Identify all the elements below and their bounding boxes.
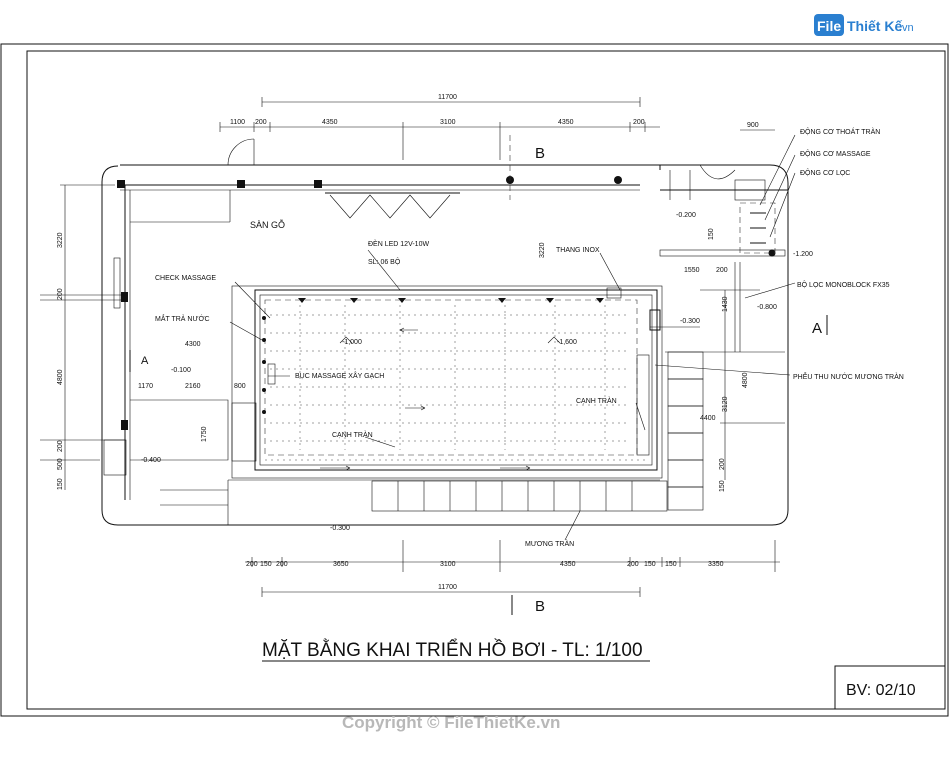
- dim-top-3: 4350: [322, 119, 338, 126]
- label-mat-tra-nuoc: MẮT TRẢ NƯỚC: [155, 314, 210, 323]
- outer-frame: [0, 43, 949, 717]
- level-1000: -1,000: [342, 339, 362, 346]
- label-den-led: ĐÈN LED 12V-10W: [368, 239, 429, 248]
- dim-bottom-3: 200: [276, 561, 288, 568]
- label-dong-co-thoat-tran: ĐỘNG CƠ THOÁT TRÀN: [800, 127, 880, 136]
- label-pheu-thu: PHỄU THU NƯỚC MƯƠNG TRÀN: [793, 372, 904, 381]
- dim-top-overall: 11700: [438, 94, 457, 101]
- dim-3220-inner: 3220: [539, 242, 546, 258]
- label-dong-co-massage: ĐỘNG CƠ MASSAGE: [800, 149, 871, 158]
- dim-top-4: 3100: [440, 119, 456, 126]
- inner-frame: [26, 50, 946, 710]
- dim-left-4: 200: [57, 440, 64, 452]
- section-b-top: B: [535, 145, 545, 162]
- level-marks: -1,000 -1,600 -0.200 -1.200 -0.300 -0.80…: [141, 212, 813, 532]
- logo-file-text: File: [817, 18, 841, 34]
- drawing-title: MẶT BẰNG KHAI TRIỂN HỒ BƠI - TL: 1/100: [262, 639, 643, 661]
- level-0300a: -0.300: [680, 318, 700, 325]
- dimension-text-top: 11700 1100 200 4350 3100 4350 200 900: [230, 94, 759, 129]
- title-block: MẶT BẰNG KHAI TRIỂN HỒ BƠI - TL: 1/100 B…: [262, 639, 946, 710]
- dim-bottom-6: 4350: [560, 561, 576, 568]
- dimensions-left: [40, 184, 125, 490]
- level-1600: -1,600: [557, 339, 577, 346]
- level-0400: -0.400: [141, 457, 161, 464]
- level-1200: -1.200: [793, 251, 813, 258]
- leader-lines: [229, 134, 796, 541]
- pool-deck-outline: [231, 285, 663, 479]
- level-0800: -0.800: [757, 304, 777, 311]
- logo-brand-text: Thiết Kế: [847, 18, 902, 34]
- label-canh-tran-right: CẠNH TRÀN: [576, 396, 617, 405]
- dim-left-2: 200: [57, 288, 64, 300]
- dim-bottom-9: 150: [665, 561, 677, 568]
- dim-150-r2: 150: [719, 480, 726, 492]
- section-marks: B B A A: [129, 135, 828, 615]
- dim-left-5: 500: [57, 458, 64, 470]
- logo-badge: [814, 14, 844, 36]
- dimensions-bottom: [245, 540, 780, 597]
- label-canh-tran-bottom: CẠNH TRÀN: [332, 430, 373, 439]
- dimension-text-interior: 4300 1170 2160 800 1750 3220 1550 200 15…: [138, 228, 749, 492]
- sheet-number: BV: 02/10: [846, 682, 916, 699]
- level-0100: -0.100: [171, 367, 191, 374]
- dim-1750: 1750: [201, 426, 208, 442]
- logo-domain-text: .vn: [899, 22, 914, 34]
- label-thang-inox: THANG INOX: [556, 247, 600, 254]
- label-dong-co-loc: ĐỘNG CƠ LỌC: [800, 168, 850, 177]
- dimensions-top: [219, 97, 775, 160]
- label-bo-loc: BỘ LỌC MONOBLOCK FX35: [797, 280, 890, 289]
- label-muong-tran: MƯƠNG TRÀN: [525, 539, 574, 548]
- dim-1550: 1550: [684, 267, 700, 274]
- dim-bottom-2: 150: [260, 561, 272, 568]
- level-0200: -0.200: [676, 212, 696, 219]
- dim-top-1: 1100: [230, 119, 245, 126]
- dim-left-3: 4800: [57, 369, 64, 385]
- section-a-right: A: [812, 320, 822, 337]
- dim-top-5: 4350: [558, 119, 574, 126]
- dim-1170: 1170: [138, 383, 153, 390]
- dim-200-r2: 200: [719, 458, 726, 470]
- overflow-channel-grid: [371, 480, 668, 512]
- steps-right: [667, 351, 704, 511]
- dim-top-2: 200: [255, 119, 267, 126]
- label-sl: SL: 06 BỘ: [368, 257, 401, 266]
- dim-4400: 4400: [700, 415, 716, 422]
- dim-top-7: 900: [747, 122, 759, 129]
- building-outline: [101, 138, 789, 526]
- dimensions-right: [650, 289, 785, 480]
- dim-top-6: 200: [633, 119, 645, 126]
- label-check-massage: CHECK MASSAGE: [155, 275, 216, 282]
- section-a-left: A: [141, 355, 149, 367]
- level-0300b: -0.300: [330, 525, 350, 532]
- dim-left-1: 3220: [57, 232, 64, 248]
- dim-150-r: 150: [708, 228, 715, 240]
- logo: File Thiết Kế .vn: [814, 14, 914, 36]
- dim-1430: 1430: [722, 296, 729, 312]
- dim-bottom-10: 3350: [708, 561, 724, 568]
- dim-800: 800: [234, 383, 246, 390]
- watermark: Copyright © FileThietKe.vn: [342, 713, 560, 732]
- dim-bottom-8: 150: [644, 561, 656, 568]
- dim-left-6: 150: [57, 478, 64, 490]
- annotation-labels: SÀN GỖ ĐÈN LED 12V-10W SL: 06 BỘ THANG I…: [155, 127, 904, 548]
- dimension-text-left: 3220 200 4800 200 500 150: [57, 232, 64, 490]
- dim-bottom-overall: 11700: [438, 584, 457, 591]
- equipment-room: [649, 164, 788, 353]
- label-buc-massage: BỤC MASSAGE XÂY GẠCH: [295, 371, 384, 380]
- dim-bottom-4: 3650: [333, 561, 349, 568]
- label-san-go: SÀN GỖ: [250, 219, 285, 230]
- dim-bottom-1: 200: [246, 561, 258, 568]
- dim-bottom-5: 3100: [440, 561, 456, 568]
- dim-bottom-7: 200: [627, 561, 639, 568]
- dim-4300: 4300: [185, 341, 201, 348]
- dim-200-r: 200: [716, 267, 728, 274]
- dim-2160: 2160: [185, 383, 201, 390]
- dim-4800-r: 4800: [742, 372, 749, 388]
- pool: [254, 287, 658, 471]
- dim-3120: 3120: [722, 396, 729, 412]
- section-b-bottom: B: [535, 598, 545, 615]
- sheet-box: [834, 665, 946, 710]
- dimension-text-bottom: 11700 200 150 200 3650 3100 4350 200 150…: [246, 561, 724, 591]
